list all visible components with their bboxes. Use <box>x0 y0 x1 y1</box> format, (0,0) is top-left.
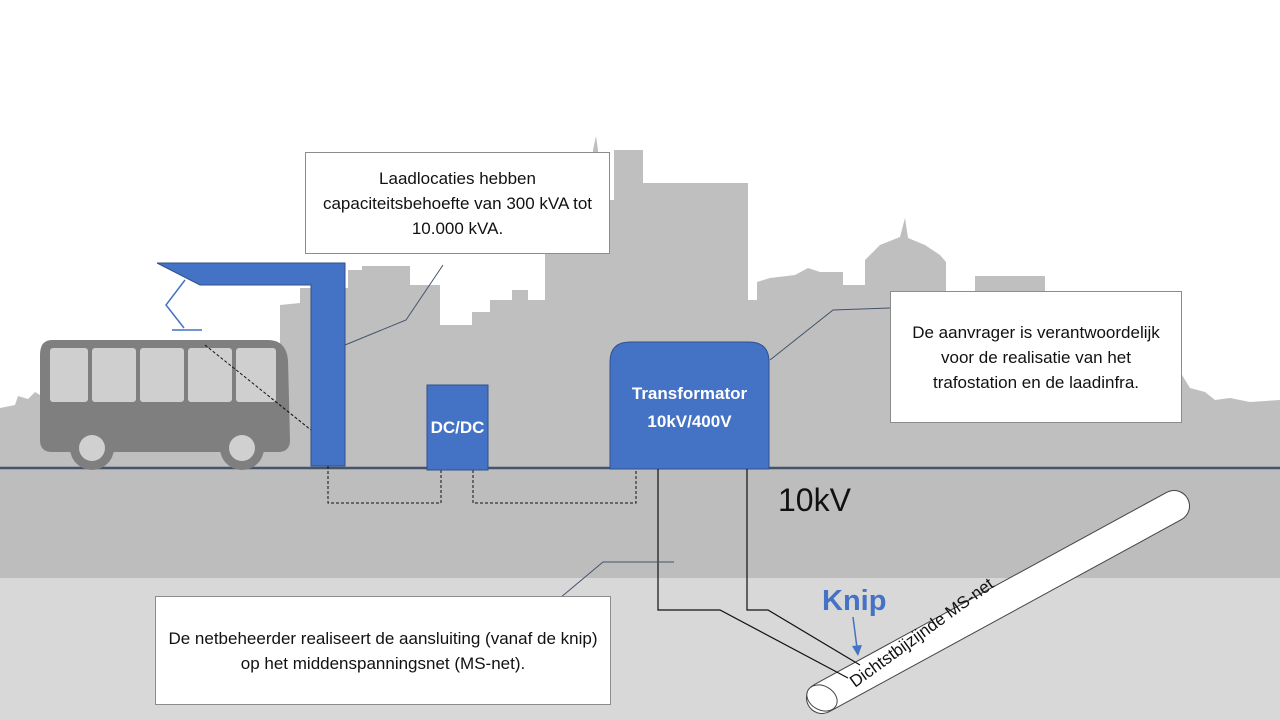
callout-leaders <box>344 264 891 599</box>
knip-arrow <box>852 616 862 656</box>
callout-grid-operator: De netbeheerder realiseert de aansluitin… <box>155 596 611 705</box>
knip-label: Knip <box>822 585 887 617</box>
bus-icon <box>40 340 290 470</box>
transformer-block <box>609 341 770 470</box>
callout-charging-locations: Laadlocaties hebben capaciteitsbehoefte … <box>305 152 610 254</box>
dcdc-block <box>426 384 489 471</box>
ms-net-cable <box>806 490 1190 714</box>
charging-mast <box>156 262 346 467</box>
pantograph-icon <box>165 279 202 331</box>
callout-applicant: De aanvrager is verantwoordelijk voor de… <box>890 291 1182 423</box>
dashed-connections <box>204 344 637 504</box>
voltage-label: 10kV <box>778 482 851 518</box>
transformer-cables <box>657 469 861 679</box>
transformer-label-line2: 10kV/400V <box>647 412 732 431</box>
transformer-label-line1: Transformator <box>631 384 748 403</box>
dcdc-label: DC/DC <box>430 417 485 437</box>
